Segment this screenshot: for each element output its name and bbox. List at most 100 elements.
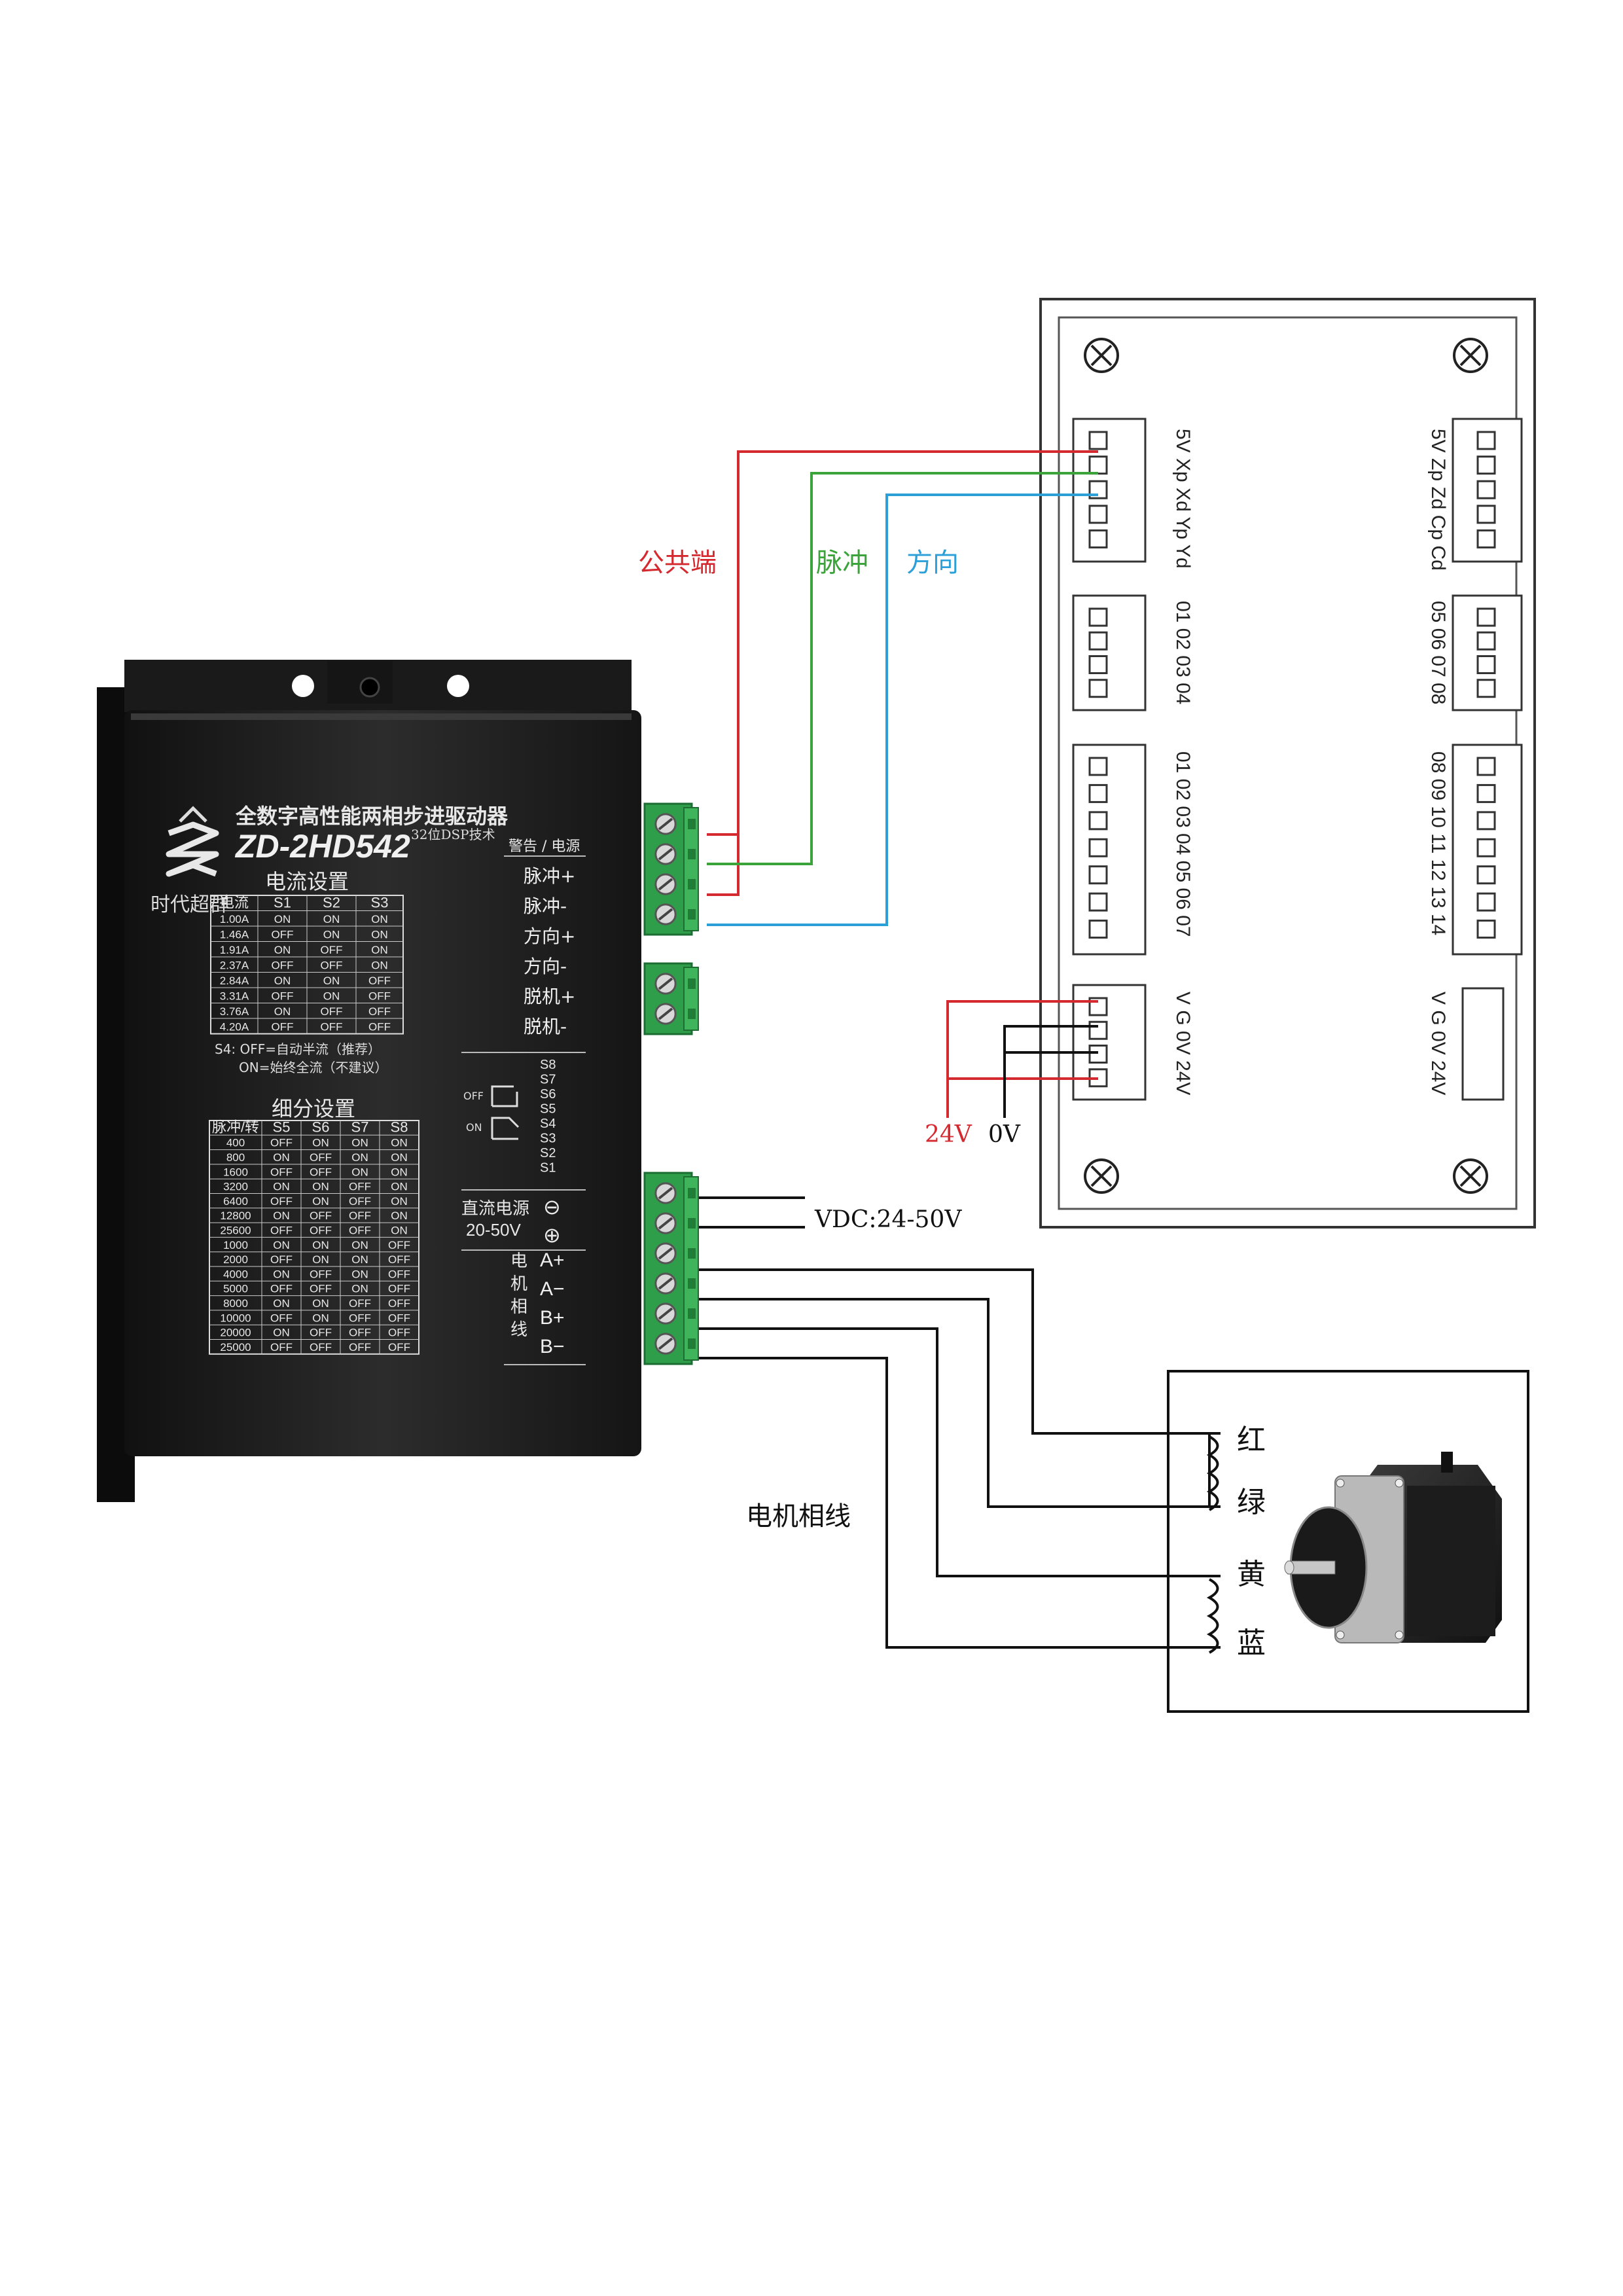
table-cell: ON [273, 1297, 290, 1310]
coil-a-loops [1206, 1435, 1219, 1511]
dip-label: S2 [540, 1146, 556, 1160]
ground-wire [1003, 1025, 1098, 1118]
pulse-wire [707, 472, 1098, 865]
dip-label: S8 [540, 1058, 556, 1072]
table-cell: 800 [226, 1151, 245, 1164]
table-cell: ON [273, 1327, 290, 1339]
connector-pin [1088, 783, 1108, 803]
table-cell: OFF [349, 1195, 371, 1208]
signal-wires [707, 450, 1098, 1118]
left-connector-group [1072, 418, 1147, 1101]
connector-pin [1476, 456, 1496, 475]
control-board: 5V Xp Xd Yp Yd 01 02 03 04 01 02 03 04 0… [1039, 298, 1536, 1229]
table-cell: ON [351, 1268, 368, 1280]
board-right-label-2: 05 06 07 08 [1427, 601, 1449, 704]
table-cell: ON [323, 913, 340, 925]
phase-label: B− [540, 1336, 565, 1357]
table-cell: 2000 [223, 1253, 248, 1266]
table-cell: OFF [349, 1327, 371, 1339]
dip-label: S4 [540, 1117, 556, 1131]
dip-label: S1 [540, 1161, 556, 1175]
table-cell: ON [274, 1005, 291, 1018]
table-cell: ON [351, 1166, 368, 1178]
empty-power-slot [1461, 987, 1505, 1101]
connector-pin [1088, 505, 1108, 524]
signal-label-list: 脉冲+脉冲-方向+方向-脱机+脱机- [524, 865, 575, 1037]
table-cell: ON [312, 1181, 329, 1193]
coil-a [1208, 1433, 1211, 1507]
table-cell: OFF [388, 1312, 410, 1324]
table-cell: 1000 [223, 1239, 248, 1251]
connector-pin [1088, 997, 1108, 1016]
table-header-cell: S3 [371, 894, 389, 910]
vdc-label: VDC:24-50V [814, 1206, 962, 1233]
connector-pin [1476, 607, 1496, 627]
table-header-cell: S5 [273, 1119, 291, 1135]
dc-range-label: 20-50V [466, 1220, 521, 1240]
table-header-cell: S1 [274, 894, 291, 910]
direction-label: 方向 [906, 548, 959, 578]
current-setting-title: 电流设置 [265, 869, 349, 894]
connector-5v-xp-xd-yp-yd [1072, 418, 1147, 563]
brand-name: 时代超群 [151, 893, 229, 916]
phase-char: 电 [510, 1251, 527, 1271]
table-cell: OFF [349, 1224, 371, 1236]
phase-wire-a-plus [697, 1268, 1221, 1435]
table-cell: ON [391, 1137, 408, 1149]
signal-label: 方向+ [524, 925, 575, 947]
table-cell: 1.91A [220, 944, 249, 956]
table-cell: ON [391, 1195, 408, 1208]
dsp-tech: 32位DSP技术 [411, 827, 495, 842]
power-motor-wires [697, 1196, 1221, 1649]
table-cell: 2.37A [220, 959, 249, 971]
table-header-cell: S6 [312, 1119, 330, 1135]
right-connector-group [1452, 418, 1523, 956]
table-cell: ON [351, 1151, 368, 1164]
phase-label: B+ [540, 1307, 565, 1329]
signal-label: 脱机- [524, 1016, 567, 1037]
screw-hole-top-right [1453, 338, 1488, 373]
terminal-blocks [643, 802, 699, 1365]
table-cell: ON [312, 1195, 329, 1208]
model-name: ZD-2HD542 [234, 828, 410, 865]
connector-pin [1476, 892, 1496, 912]
table-cell: OFF [349, 1181, 371, 1193]
table-cell: ON [312, 1312, 329, 1324]
table-cell: ON [312, 1297, 329, 1310]
table-cell: ON [351, 1283, 368, 1295]
table-header-cell: 电流 [220, 894, 249, 910]
dip-off-label: OFF [463, 1090, 484, 1102]
dip-label: S6 [540, 1087, 556, 1102]
connector-pin [1476, 920, 1496, 939]
wire-color-green: 绿 [1237, 1486, 1266, 1519]
table-header-cell: S8 [391, 1119, 408, 1135]
connector-pin [1476, 431, 1496, 450]
connector-pin [1476, 505, 1496, 524]
table-cell: OFF [349, 1341, 371, 1354]
driver-title: 全数字高性能两相步进驱动器 [235, 804, 508, 829]
alarm-power-label: 警告 / 电源 [508, 838, 580, 855]
table-cell: OFF [368, 990, 391, 1002]
board-right-label-3: 08 09 10 11 12 13 14 [1427, 751, 1449, 935]
table-cell: ON [312, 1137, 329, 1149]
table-cell: OFF [310, 1166, 332, 1178]
s4-note-2: ON=始终全流（不建议） [239, 1060, 387, 1075]
connector-01-07-left [1072, 744, 1147, 956]
dip-on-symbol [491, 1117, 520, 1140]
table-cell: ON [273, 1239, 290, 1251]
table-cell: OFF [388, 1253, 410, 1266]
v0-label: 0V [988, 1121, 1021, 1148]
table-cell: ON [351, 1239, 368, 1251]
table-cell: 20000 [220, 1327, 251, 1339]
connector-pin [1476, 655, 1496, 674]
table-cell: 4.20A [220, 1020, 249, 1033]
connector-pin [1088, 1020, 1108, 1040]
table-cell: OFF [321, 944, 343, 956]
table-cell: OFF [270, 1166, 293, 1178]
table-cell: OFF [272, 1020, 294, 1033]
connector-pin [1088, 679, 1108, 698]
table-cell: ON [274, 944, 291, 956]
table-cell: 10000 [220, 1312, 251, 1324]
table-cell: ON [274, 913, 291, 925]
